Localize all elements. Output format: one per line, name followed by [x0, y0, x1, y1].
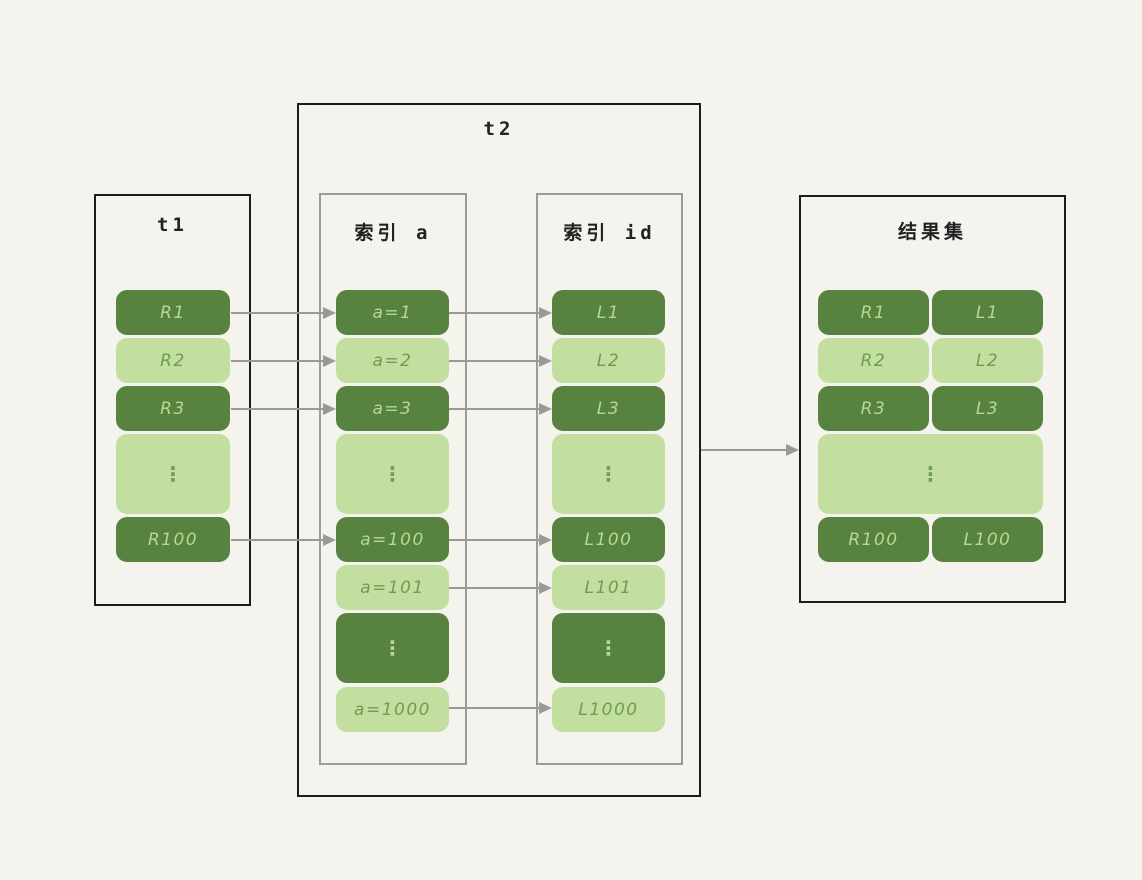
index-a-row-100: a=100: [336, 517, 449, 562]
arrow-a100-to-l100: [449, 534, 552, 546]
result-row100-left: R100: [818, 517, 929, 562]
cell-label: R100: [848, 529, 899, 550]
arrow-r3-to-a3: [231, 403, 336, 415]
index-id-row-1000: L1000: [552, 687, 665, 732]
cell-label: R3: [860, 398, 887, 419]
index-a-row-101: a=101: [336, 565, 449, 610]
index-a-row-2: a=2: [336, 338, 449, 383]
cell-label: a=100: [360, 529, 425, 550]
result-row1-left: R1: [818, 290, 929, 335]
cell-label: R1: [160, 302, 186, 323]
index-id-row-ellipsis-1: ⋮: [552, 434, 665, 514]
cell-label: L1000: [578, 699, 639, 720]
cell-label: R100: [147, 529, 199, 550]
cell-label: R2: [860, 350, 887, 371]
result-row2-left: R2: [818, 338, 929, 383]
result-row3-left: R3: [818, 386, 929, 431]
index-a-row-ellipsis-2: ⋮: [336, 613, 449, 683]
t1-row-r3: R3: [116, 386, 230, 431]
result-row3-right: L3: [932, 386, 1043, 431]
cell-label: L3: [596, 398, 621, 419]
ellipsis-dots: ⋮: [920, 462, 941, 486]
arrow-a1-to-l1: [449, 307, 552, 319]
arrow-a1000-to-l1000: [449, 702, 552, 714]
index-id-row-2: L2: [552, 338, 665, 383]
index-id-box: [536, 193, 683, 765]
cell-label: L101: [584, 577, 633, 598]
cell-label: R1: [860, 302, 887, 323]
table-t2-box: [297, 103, 701, 797]
index-id-row-1: L1: [552, 290, 665, 335]
index-a-row-ellipsis-1: ⋮: [336, 434, 449, 514]
arrow-a2-to-l2: [449, 355, 552, 367]
arrow-r1-to-a1: [231, 307, 336, 319]
cell-label: L1: [975, 302, 1000, 323]
table-t1-title: t1: [157, 214, 188, 236]
cell-label: R2: [160, 350, 186, 371]
ellipsis-dots: ⋮: [598, 462, 619, 486]
arrow-a101-to-l101: [449, 582, 552, 594]
index-id-title: 索引 id: [563, 222, 656, 244]
ellipsis-dots: ⋮: [163, 462, 183, 486]
index-a-row-3: a=3: [336, 386, 449, 431]
cell-label: L2: [975, 350, 1000, 371]
cell-label: L100: [963, 529, 1012, 550]
arrow-r100-to-a100: [231, 534, 336, 546]
cell-label: L1: [596, 302, 621, 323]
cell-label: L2: [596, 350, 621, 371]
t1-row-r2: R2: [116, 338, 230, 383]
cell-label: a=101: [360, 577, 425, 598]
result-row2-right: L2: [932, 338, 1043, 383]
index-a-title: 索引 a: [354, 222, 432, 244]
result-set-title: 结果集: [897, 221, 967, 243]
ellipsis-dots: ⋮: [382, 636, 403, 660]
cell-label: a=1000: [354, 699, 431, 720]
index-id-row-3: L3: [552, 386, 665, 431]
result-row-ellipsis: ⋮: [818, 434, 1043, 514]
cell-label: L3: [975, 398, 1000, 419]
index-a-box: [319, 193, 467, 765]
arrow-t2-to-result: [701, 444, 799, 456]
cell-label: R3: [160, 398, 186, 419]
cell-label: a=3: [372, 398, 413, 419]
t1-row-ellipsis: ⋮: [116, 434, 230, 514]
index-a-row-1: a=1: [336, 290, 449, 335]
result-row1-right: L1: [932, 290, 1043, 335]
t1-row-r100: R100: [116, 517, 230, 562]
table-t1-box: [94, 194, 251, 606]
cell-label: a=2: [372, 350, 413, 371]
cell-label: L100: [584, 529, 633, 550]
result-row100-right: L100: [932, 517, 1043, 562]
index-id-row-100: L100: [552, 517, 665, 562]
ellipsis-dots: ⋮: [598, 636, 619, 660]
ellipsis-dots: ⋮: [382, 462, 403, 486]
index-id-row-101: L101: [552, 565, 665, 610]
arrow-r2-to-a2: [231, 355, 336, 367]
arrow-a3-to-l3: [449, 403, 552, 415]
table-t2-title: t2: [483, 118, 515, 140]
result-set-box: [799, 195, 1066, 603]
index-id-row-ellipsis-2: ⋮: [552, 613, 665, 683]
t1-row-r1: R1: [116, 290, 230, 335]
cell-label: a=1: [372, 302, 413, 323]
index-a-row-1000: a=1000: [336, 687, 449, 732]
